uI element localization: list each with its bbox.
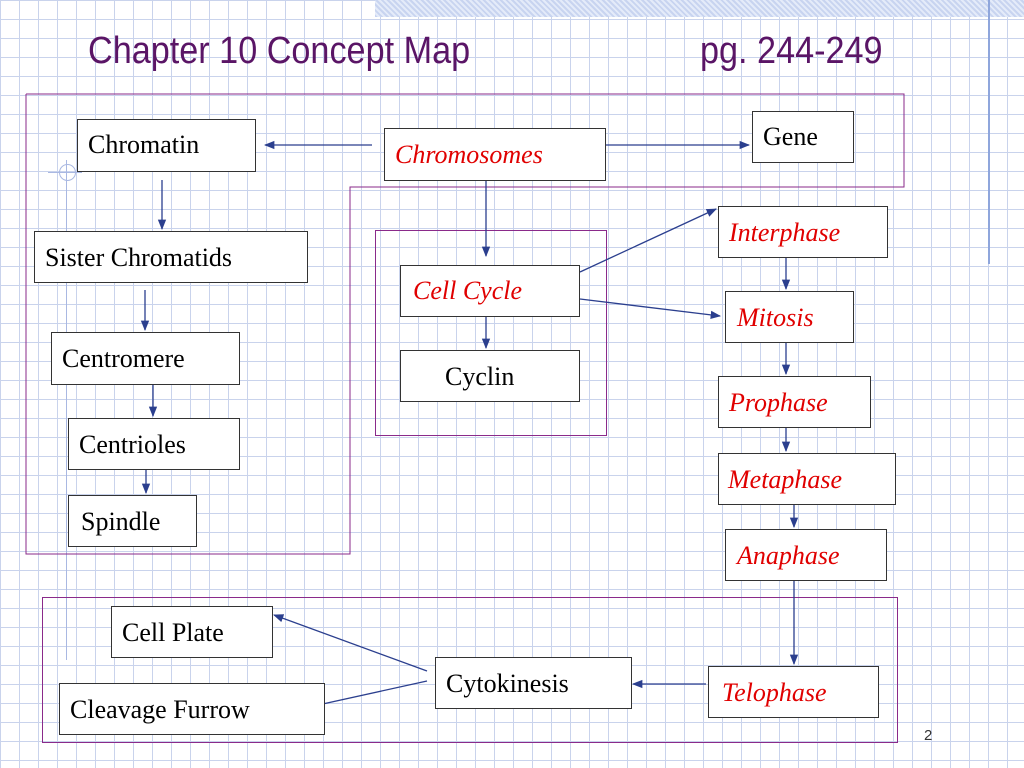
decorative-crosshair-ring [59,164,76,181]
node-mitosis: Mitosis [725,291,854,343]
node-sister-chromatids: Sister Chromatids [34,231,308,283]
slide-title: Chapter 10 Concept Map pg. 244-249 [88,30,883,86]
node-cyclin: Cyclin [400,350,580,402]
node-cleavage-furrow: Cleavage Furrow [59,683,325,735]
decorative-guide-line [66,160,67,660]
node-interphase: Interphase [718,206,888,258]
chromosome-structure-group-frame [25,93,905,555]
node-spindle: Spindle [68,495,197,547]
page-reference: pg. 244-249 [700,30,883,72]
header-decoration-band [375,0,1024,17]
node-chromosomes: Chromosomes [384,128,606,181]
node-chromatin: Chromatin [77,119,256,172]
arrow-cell-cycle-to-interphase [579,208,717,273]
node-prophase: Prophase [718,376,871,428]
node-cell-plate: Cell Plate [111,606,273,658]
arrow-cytokinesis-to-cell-plate [273,614,428,672]
node-metaphase: Metaphase [718,453,896,505]
slide-number: 2 [924,727,933,744]
decorative-vertical-line [988,0,990,264]
title-text: Chapter 10 Concept Map [88,30,471,72]
node-centromere: Centromere [51,332,240,385]
node-gene: Gene [752,111,854,163]
node-centrioles: Centrioles [68,418,240,470]
node-cytokinesis: Cytokinesis [435,657,632,709]
node-cell-cycle: Cell Cycle [400,265,580,317]
node-anaphase: Anaphase [725,529,887,581]
cell-cycle-group-frame [375,230,607,436]
node-telophase: Telophase [708,666,879,718]
cytokinesis-group-frame [42,597,898,743]
arrow-cytokinesis-to-cleavage-furrow [307,680,428,710]
arrow-cell-cycle-to-mitosis [579,298,722,320]
